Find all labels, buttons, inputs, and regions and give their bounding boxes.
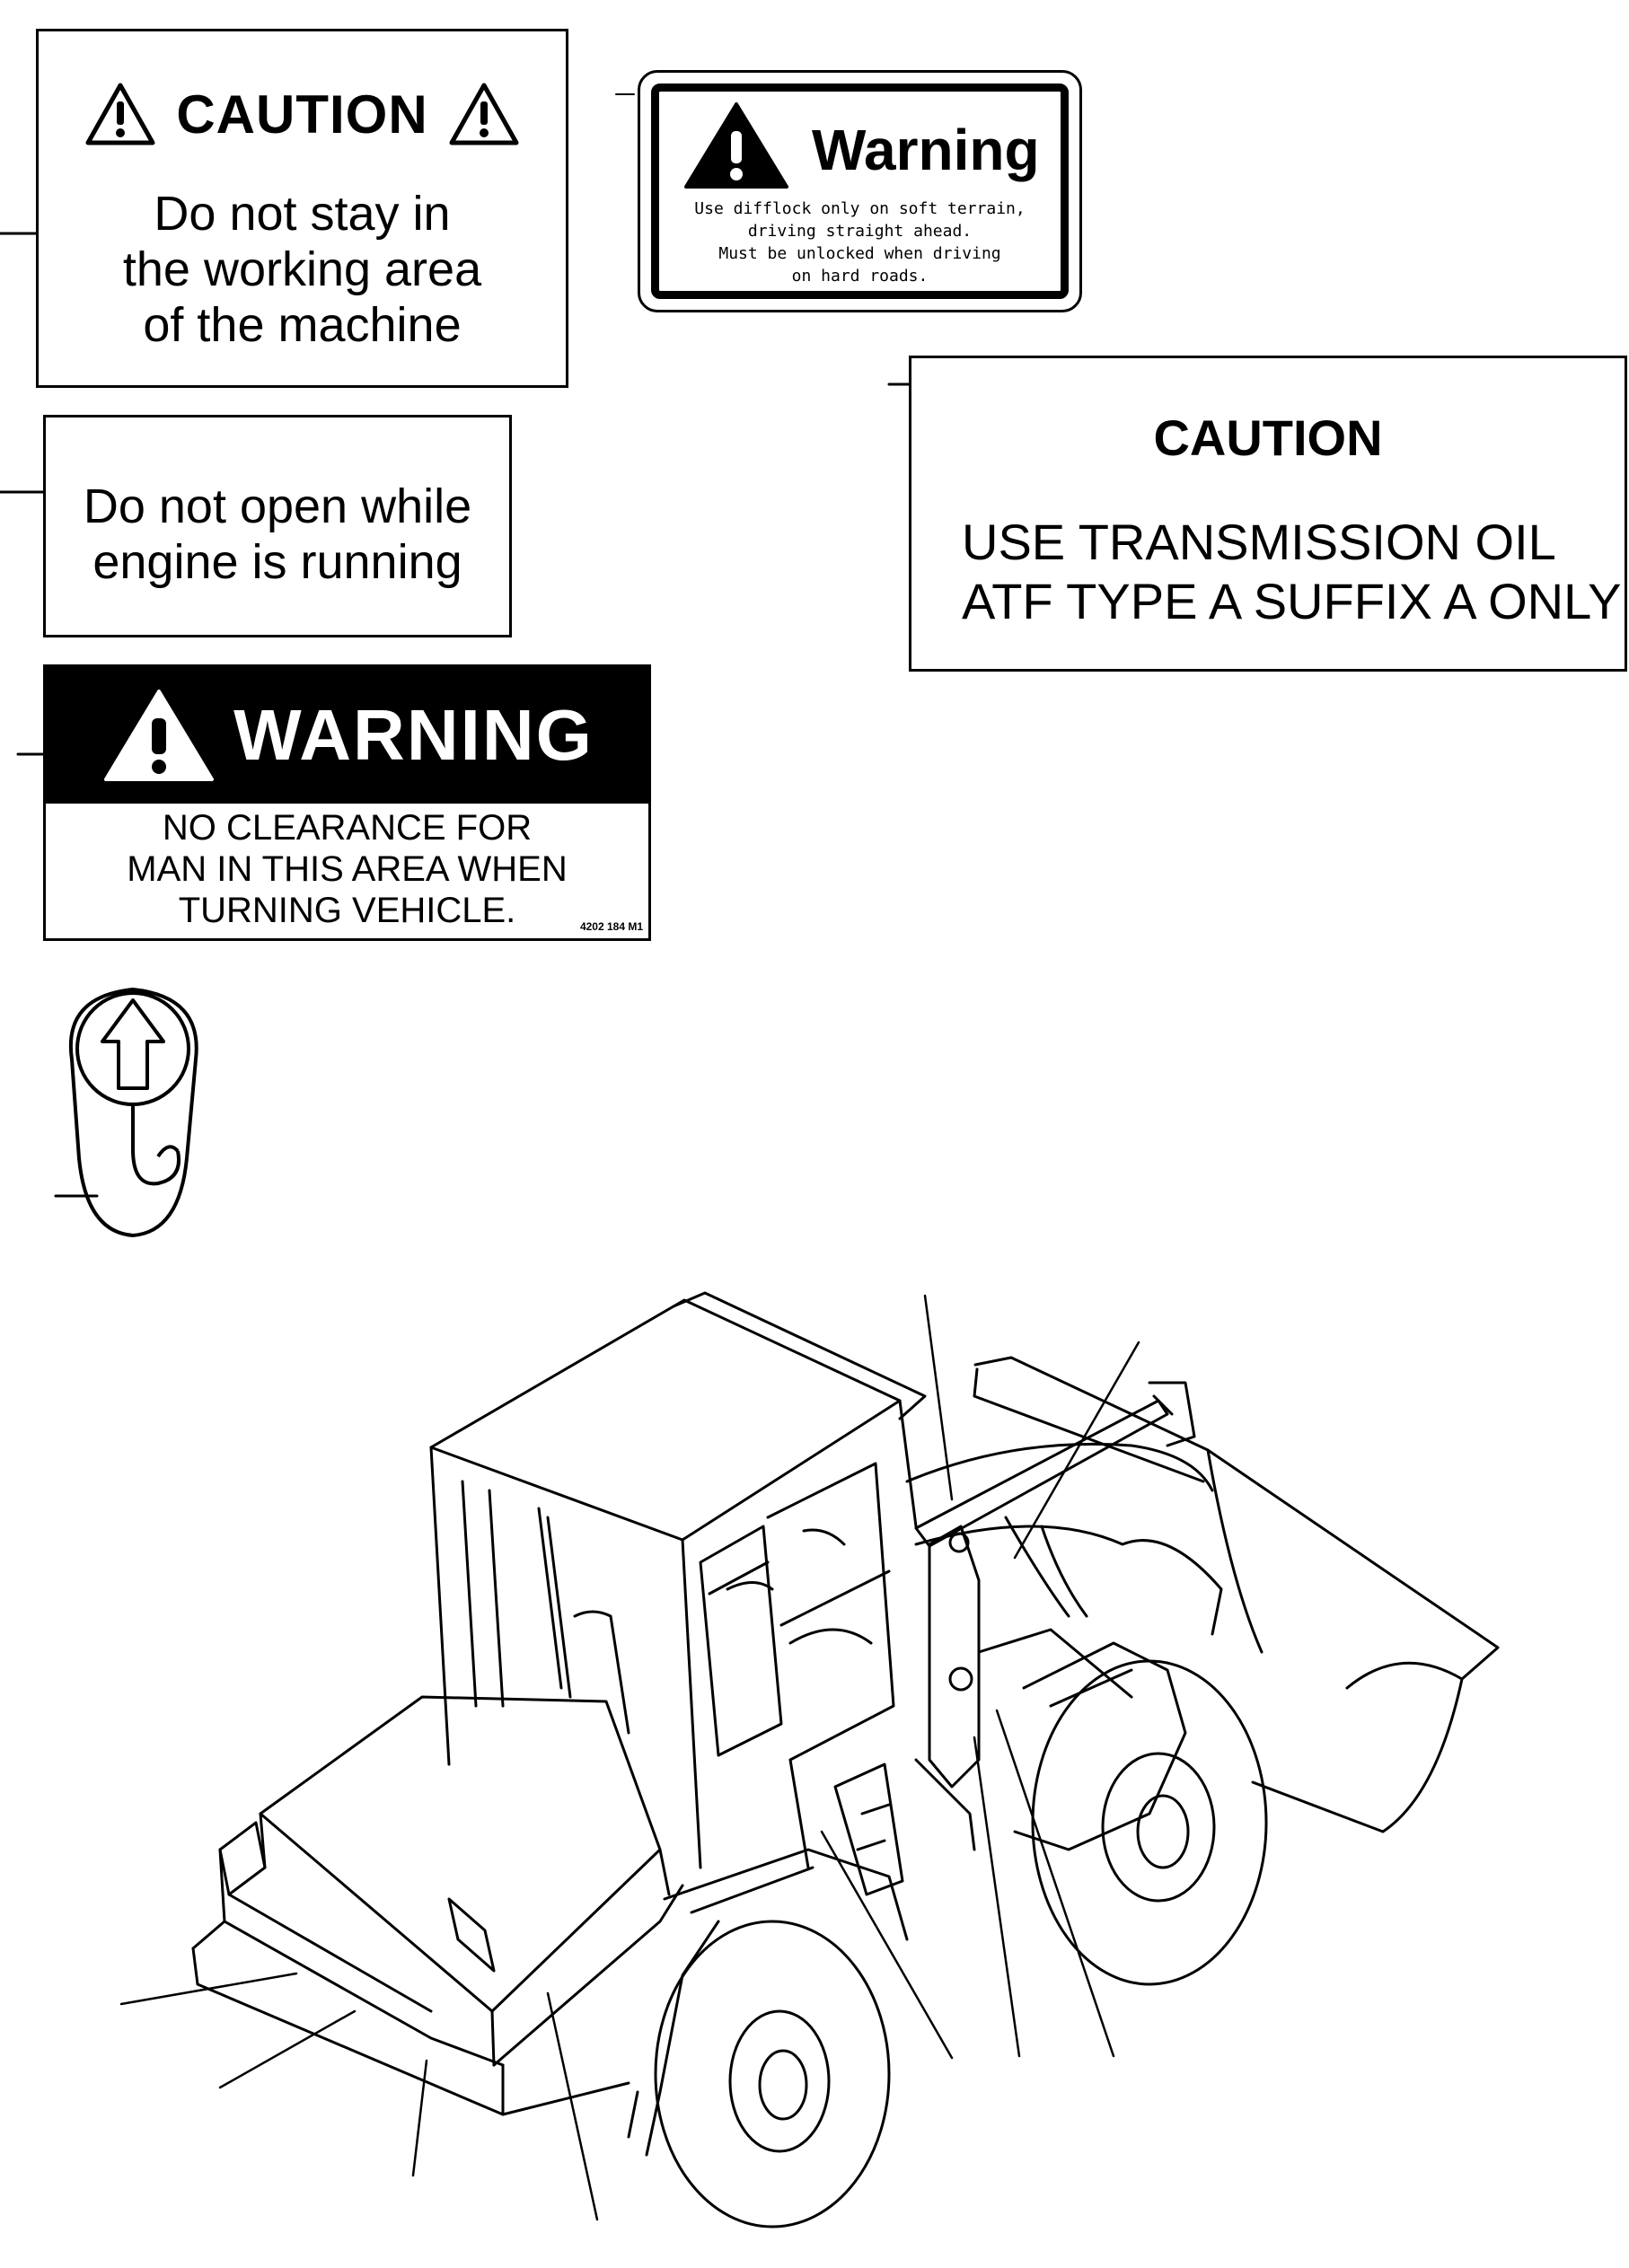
notice-line: engine is running [92, 535, 462, 589]
exclamation-triangle-icon [104, 690, 215, 781]
warning-text: Use difflock only on soft terrain, drivi… [663, 198, 1057, 287]
clearance-text: NO CLEARANCE FOR MAN IN THIS AREA WHEN T… [46, 807, 648, 931]
notice-text: Do not open while engine is running [46, 479, 509, 590]
lifting-hook-icon [68, 988, 198, 1237]
callout-lines [119, 1294, 1140, 2221]
engine-notice-sign: Do not open while engine is running [43, 415, 512, 637]
wheel-loader-drawing [191, 1291, 1500, 2228]
warning-title: WARNING [233, 695, 594, 775]
clearance-line: NO CLEARANCE FOR [162, 808, 533, 848]
exclamation-triangle-icon [684, 102, 788, 189]
exclamation-triangle-icon [85, 83, 155, 145]
caution-text: Do not stay in the working area of the m… [39, 186, 566, 353]
caution-transmission-sign: CAUTION USE TRANSMISSION OIL ATF TYPE A … [909, 356, 1627, 672]
warning-line: Must be unlocked when driving [718, 244, 1001, 263]
caution-title: CAUTION [176, 84, 428, 145]
caution-line: Do not stay in [154, 187, 451, 241]
caution-title: CAUTION [1153, 409, 1383, 466]
caution-line: the working area [122, 242, 482, 296]
caution-line: of the machine [143, 298, 462, 352]
warning-title: Warning [812, 118, 1040, 182]
transmission-line: ATF TYPE A SUFFIX A ONLY [962, 573, 1622, 629]
transmission-text: USE TRANSMISSION OIL ATF TYPE A SUFFIX A… [962, 513, 1621, 631]
notice-line: Do not open while [83, 479, 472, 533]
warning-inner-frame: Warning Use difflock only on soft terrai… [651, 84, 1069, 299]
clearance-line: MAN IN THIS AREA WHEN [127, 849, 568, 889]
warning-difflock-sign: Warning Use difflock only on soft terrai… [638, 70, 1082, 312]
part-number: 4202 184 M1 [579, 920, 643, 933]
exclamation-triangle-icon [449, 83, 519, 145]
warning-band: WARNING [46, 667, 648, 804]
caution-working-area-sign: CAUTION Do not stay in the working area … [36, 29, 568, 388]
warning-line: on hard roads. [791, 267, 929, 286]
transmission-line: USE TRANSMISSION OIL [962, 514, 1556, 570]
caution-header: CAUTION [39, 69, 566, 159]
clearance-line: TURNING VEHICLE. [178, 891, 516, 930]
warning-line: Use difflock only on soft terrain, [694, 199, 1026, 218]
warning-line: driving straight ahead. [747, 222, 973, 241]
warning-clearance-sign: WARNING NO CLEARANCE FOR MAN IN THIS ARE… [43, 664, 651, 941]
